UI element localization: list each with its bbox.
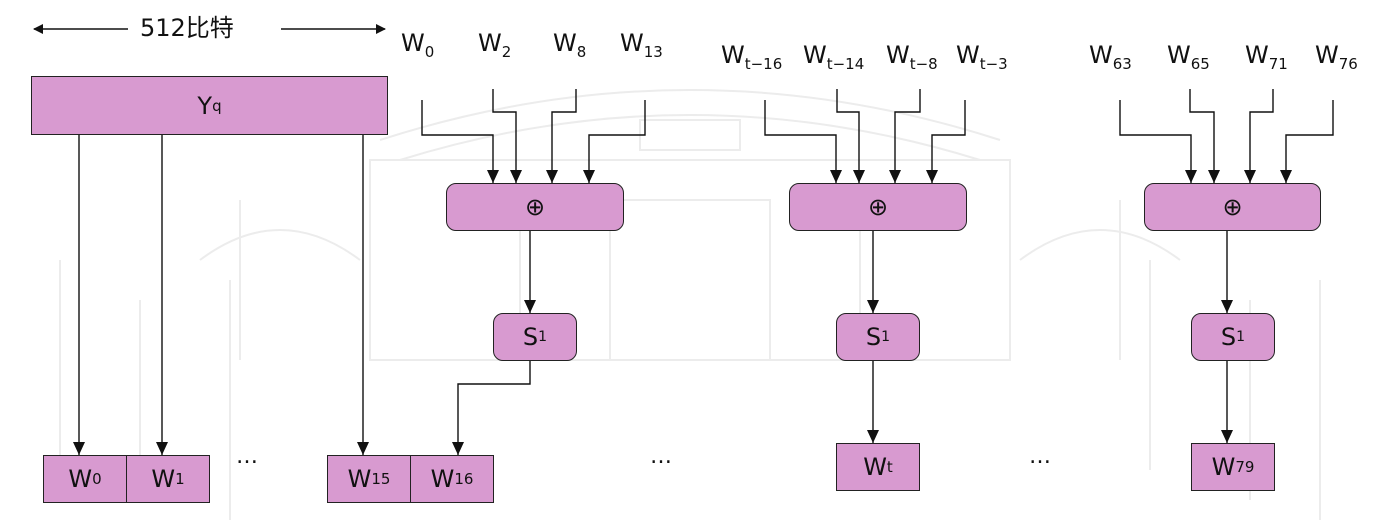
- wire-g1-xor-to-s1-arrowhead: [867, 300, 879, 313]
- xor-box: ⊕: [446, 183, 624, 231]
- wire-g2-in1: [1189, 89, 1215, 183]
- yq-sub: q: [212, 96, 222, 115]
- input-label: W63: [1089, 41, 1132, 73]
- wire-g0-in1-arrowhead: [510, 170, 522, 183]
- wire-g0-in0: [421, 100, 494, 183]
- input-label: Wt−8: [886, 41, 938, 73]
- wire-yq-w1-arrowhead: [156, 442, 168, 455]
- wire-g0-in3: [588, 100, 646, 183]
- xor-symbol-icon: ⊕: [524, 193, 546, 221]
- wire-g2-in3: [1285, 100, 1334, 183]
- wire-g1-in2-arrowhead: [889, 170, 901, 183]
- input-label: W71: [1245, 41, 1288, 73]
- wire-g0-in1: [492, 89, 517, 183]
- input-label: Wt−14: [803, 41, 865, 73]
- ellipsis: …: [1029, 444, 1053, 469]
- wire-g1-s1-to-wt-arrowhead: [867, 430, 879, 443]
- wire-g1-in0: [764, 100, 837, 183]
- input-label: W65: [1167, 41, 1210, 73]
- block-width-label: 512比特: [140, 14, 234, 42]
- wire-yq-w15-arrowhead: [357, 442, 369, 455]
- wire-g2-in2: [1249, 89, 1274, 183]
- input-label: Wt−3: [956, 41, 1008, 73]
- wire-g0-in2: [551, 89, 577, 183]
- wire-g2-in3-arrowhead: [1280, 170, 1292, 183]
- wire-g0-xor-to-s1-arrowhead: [524, 300, 536, 313]
- input-label: W76: [1315, 41, 1358, 73]
- wire-g2-s1-to-w79-arrowhead: [1221, 430, 1233, 443]
- wire-g0-in0-arrowhead: [487, 170, 499, 183]
- wire-g2-in0: [1119, 100, 1192, 183]
- wire-g2-in0-arrowhead: [1185, 170, 1197, 183]
- wire-g1-in0-arrowhead: [830, 170, 842, 183]
- wire-g0-s1-to-w16: [457, 361, 531, 455]
- ellipsis: …: [650, 444, 674, 469]
- input-label: Wt−16: [721, 41, 783, 73]
- wire-g2-xor-to-s1-arrowhead: [1221, 300, 1233, 313]
- xor-box: ⊕: [1144, 183, 1321, 231]
- wire-g1-in3: [931, 100, 966, 183]
- xor-box: ⊕: [789, 183, 967, 231]
- wire-g2-in2-arrowhead: [1244, 170, 1256, 183]
- xor-symbol-icon: ⊕: [1222, 193, 1243, 221]
- input-label: W8: [553, 29, 587, 61]
- input-label: W0: [401, 29, 435, 61]
- wire-g1-in2: [894, 89, 921, 183]
- wire-g1-in3-arrowhead: [926, 170, 938, 183]
- wire-g1-in1: [836, 89, 860, 183]
- wire-g0-in2-arrowhead: [546, 170, 558, 183]
- wire-yq-w0-arrowhead: [73, 442, 85, 455]
- wire-g0-s1-to-w16-arrowhead: [452, 442, 464, 455]
- yq-base: Y: [197, 91, 213, 120]
- input-label: W13: [620, 29, 663, 61]
- ellipsis: …: [236, 444, 260, 469]
- xor-symbol-icon: ⊕: [867, 193, 889, 221]
- input-label: W2: [478, 29, 512, 61]
- wire-g1-in1-arrowhead: [853, 170, 865, 183]
- wire-g2-in1-arrowhead: [1208, 170, 1220, 183]
- wire-g0-in3-arrowhead: [583, 170, 595, 183]
